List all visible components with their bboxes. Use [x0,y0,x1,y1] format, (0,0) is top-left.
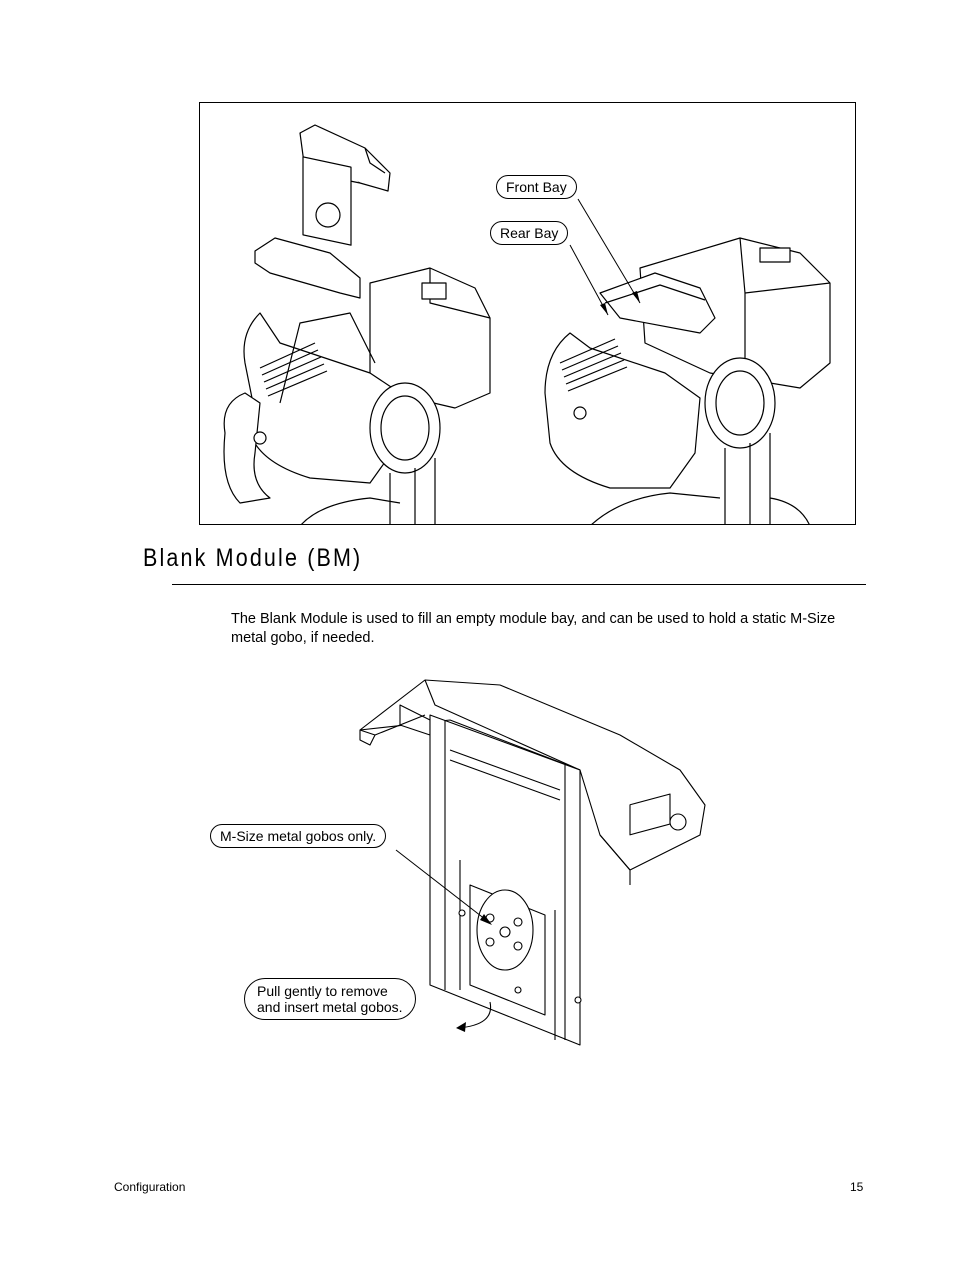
right-fixture-head [544,237,831,524]
pull-gently-line-1: Pull gently to remove [257,983,388,999]
gobos-leader [395,849,491,924]
left-fixture-head [223,237,491,524]
front-bay-callout: Front Bay [496,175,577,199]
rear-bay-label: Rear Bay [500,225,559,241]
footer-page-number: 15 [850,1180,864,1194]
fixture-illustration [223,124,831,524]
blank-module-illustration [359,679,706,1046]
section-title: Blank Module (BM) [143,544,363,572]
section-divider [172,584,866,585]
exploded-module [299,124,391,246]
blank-module-figure: M-Size metal gobos only. Pull gently to … [200,660,760,1060]
pull-gently-callout: Pull gently to remove and insert metal g… [244,978,416,1020]
fixture-module-bays-figure: Front Bay Rear Bay [199,102,856,525]
section-body: The Blank Module is used to fill an empt… [231,611,836,646]
footer-chapter: Configuration [114,1180,186,1194]
gobos-only-callout: M-Size metal gobos only. [210,824,387,848]
front-bay-leader [577,198,641,304]
rear-bay-leader [569,244,609,316]
gobos-only-label: M-Size metal gobos only. [220,828,377,844]
rear-bay-callout: Rear Bay [490,221,569,245]
front-bay-label: Front Bay [506,179,567,195]
pull-gently-line-2: and insert metal gobos. [257,999,403,1015]
